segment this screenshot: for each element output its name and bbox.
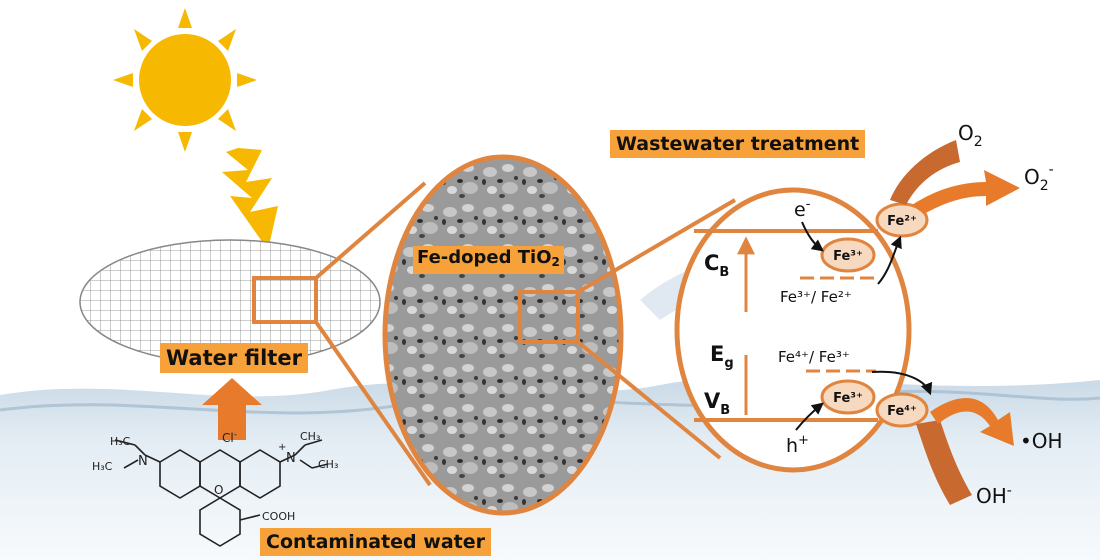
band-labels: CB Eg VB e- h+ Fe³⁺/ Fe²⁺ Fe⁴⁺/ Fe³⁺	[704, 197, 852, 457]
mol-ch3-c: H₃C	[92, 460, 113, 473]
ion-fe4	[875, 392, 929, 428]
contaminated-water-label: Contaminated water	[260, 528, 491, 556]
filter-disk	[79, 239, 381, 365]
fe4-transfer-arrow	[871, 370, 933, 396]
vb-label: VB	[704, 389, 730, 418]
molecule-labels: H₃C CH₃ H₃C CH₃ N N + O COOH Cl-	[92, 430, 338, 523]
ion-fe2	[875, 202, 929, 238]
ion-fe4-label: Fe⁴⁺	[887, 404, 917, 419]
ion-fe2-label: Fe²⁺	[887, 214, 917, 229]
mol-n-right: N	[286, 451, 296, 466]
o2-reaction-arrow-out	[912, 170, 1020, 214]
pair-upper-label: Fe³⁺/ Fe²⁺	[780, 288, 852, 306]
sem-zoom-box	[518, 290, 580, 344]
zoom-line-top-1	[314, 181, 427, 280]
o2-reaction-arrow	[890, 140, 960, 205]
filter-zoom-box	[252, 276, 318, 324]
mol-ch3-a: H₃C	[110, 435, 131, 448]
oh-radical-label: •OH	[1020, 429, 1063, 453]
o2-minus-label: O2-	[1024, 162, 1054, 194]
ion-fe3-bottom	[820, 379, 876, 415]
pair-lower-label: Fe⁴⁺/ Fe³⁺	[778, 348, 850, 366]
hole-arrow	[795, 402, 824, 431]
mol-cl: Cl-	[222, 430, 237, 445]
rhodamine-molecule	[114, 439, 329, 547]
electron-arrow	[801, 221, 824, 252]
wastewater-label: Wastewater treatment	[610, 130, 866, 158]
hole-label: h+	[786, 433, 809, 457]
mol-o-ring: O	[214, 483, 223, 497]
oh-reaction-arrow-in	[916, 420, 972, 505]
o2-label: O2	[958, 121, 983, 150]
mol-ch3-d: CH₃	[318, 458, 338, 471]
fe-doped-label: Fe-doped TiO2	[413, 246, 564, 274]
ion-fe3-top-label: Fe³⁺	[833, 249, 863, 264]
cb-label: CB	[704, 251, 729, 280]
electron-label: e-	[794, 197, 811, 221]
ion-labels: Fe³⁺ Fe²⁺ Fe³⁺ Fe⁴⁺	[833, 214, 917, 419]
ion-fe3-top	[820, 237, 876, 273]
mol-n-left: N	[138, 454, 148, 469]
water-filter-label: Water filter	[160, 343, 308, 373]
mol-cooh: COOH	[262, 510, 295, 523]
ion-fe3-bottom-label: Fe³⁺	[833, 391, 863, 406]
zoom-line-bottom-1	[314, 320, 432, 487]
eg-label: Eg	[710, 342, 734, 371]
mol-plus: +	[278, 442, 286, 453]
fe2-transfer-arrow	[877, 235, 902, 285]
sem-image	[382, 154, 624, 516]
oh-reaction-arrow-out	[930, 398, 1014, 446]
up-arrow-icon	[202, 378, 262, 440]
lightning-icon	[222, 148, 278, 250]
zoom-line-bottom-2	[576, 340, 722, 460]
oh-minus-label: OH-	[976, 483, 1012, 508]
sun-icon	[113, 8, 257, 152]
zoom-line-top-2	[576, 198, 737, 294]
mol-ch3-b: CH₃	[300, 430, 320, 443]
species-labels: O2 O2- •OH OH-	[958, 121, 1063, 508]
